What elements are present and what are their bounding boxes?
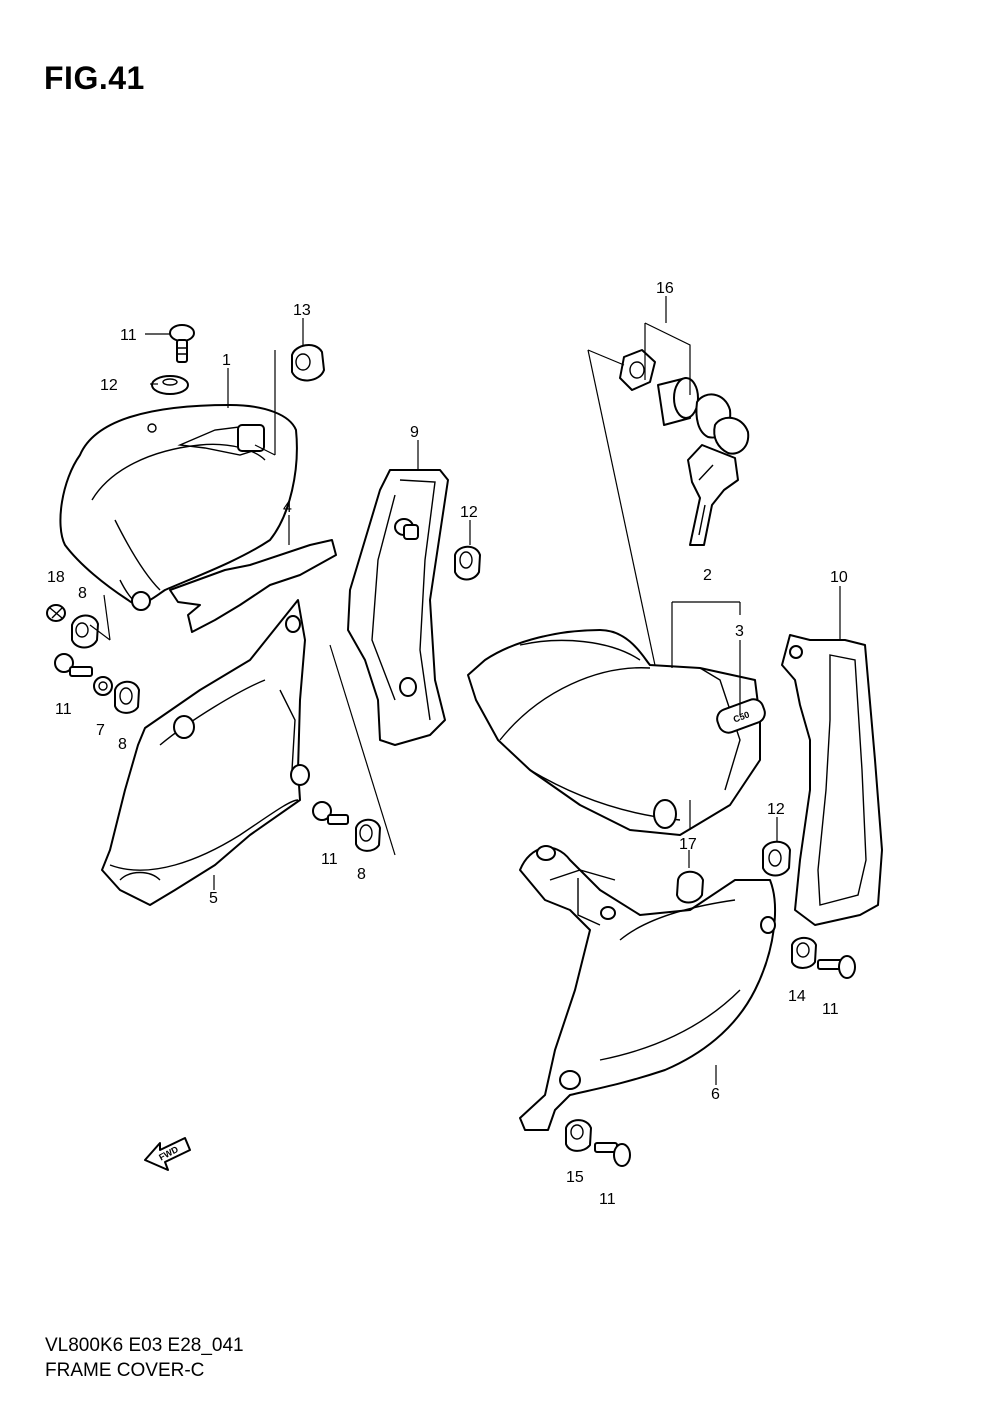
callout-8a: 8: [78, 585, 87, 602]
part-2-frame-cover-right: C50: [467, 629, 766, 836]
callout-9: 9: [410, 424, 419, 441]
callout-6: 6: [711, 1086, 720, 1103]
callout-12c: 12: [767, 801, 785, 818]
part-17-grommet: [676, 870, 704, 904]
callout-13: 13: [293, 302, 311, 319]
part-8-grommet-a: [71, 614, 99, 649]
model-code: VL800K6 E03 E28_041: [45, 1335, 244, 1356]
part-12-grommet-b: [454, 545, 481, 581]
callout-2: 2: [703, 567, 712, 584]
part-11-bolt-e: [594, 1142, 631, 1167]
callout-16: 16: [656, 280, 674, 297]
callout-7: 7: [96, 722, 105, 739]
part-8-grommet-c: [355, 818, 381, 852]
callout-18: 18: [47, 569, 65, 586]
part-14-grommet: [791, 936, 817, 969]
part-11-bolt-c: [312, 801, 349, 825]
callout-4: 4: [283, 499, 292, 516]
part-9-bracket: [347, 469, 449, 746]
part-10-side-bracket: [781, 634, 883, 926]
part-12-grommet-a: [151, 375, 189, 395]
callout-12a: 12: [100, 377, 118, 394]
callout-14: 14: [788, 988, 806, 1005]
part-5-frame-cover-lower: [101, 599, 310, 906]
part-15-grommet: [565, 1119, 592, 1152]
callout-10: 10: [830, 569, 848, 586]
callout-12b: 12: [460, 504, 478, 521]
part-11-bolt-a: [169, 324, 195, 363]
callout-15: 15: [566, 1169, 584, 1186]
callout-11b: 11: [55, 701, 72, 718]
part-8-grommet-b: [114, 680, 140, 714]
part-16-lock-set: [619, 349, 750, 546]
callout-3: 3: [735, 623, 744, 640]
part-7-washer: [93, 676, 113, 696]
part-13-grommet: [291, 344, 325, 382]
part-11-bolt-d: [817, 955, 856, 979]
callout-5: 5: [209, 890, 218, 907]
callout-11a: 11: [120, 327, 137, 344]
part-4-bracket-plate: [169, 539, 337, 633]
callout-1: 1: [222, 352, 231, 369]
callout-11c: 11: [321, 851, 338, 868]
callout-8c: 8: [357, 866, 366, 883]
part-11-bolt-b: [54, 653, 93, 677]
section-name: FRAME COVER-C: [45, 1360, 205, 1381]
fwd-arrow-icon: FWD: [144, 1137, 191, 1171]
part-12-grommet-c: [762, 840, 791, 877]
callout-17: 17: [679, 836, 697, 853]
part-1-frame-cover-upper: [59, 404, 298, 611]
callout-8b: 8: [118, 736, 127, 753]
figure-title: FIG.41: [44, 60, 145, 96]
part-6-side-cover: [519, 845, 776, 1131]
callout-leaders: [145, 296, 841, 1085]
callout-11e: 11: [599, 1191, 616, 1208]
part-18-screw: [46, 604, 66, 622]
callout-11d: 11: [822, 1001, 839, 1018]
